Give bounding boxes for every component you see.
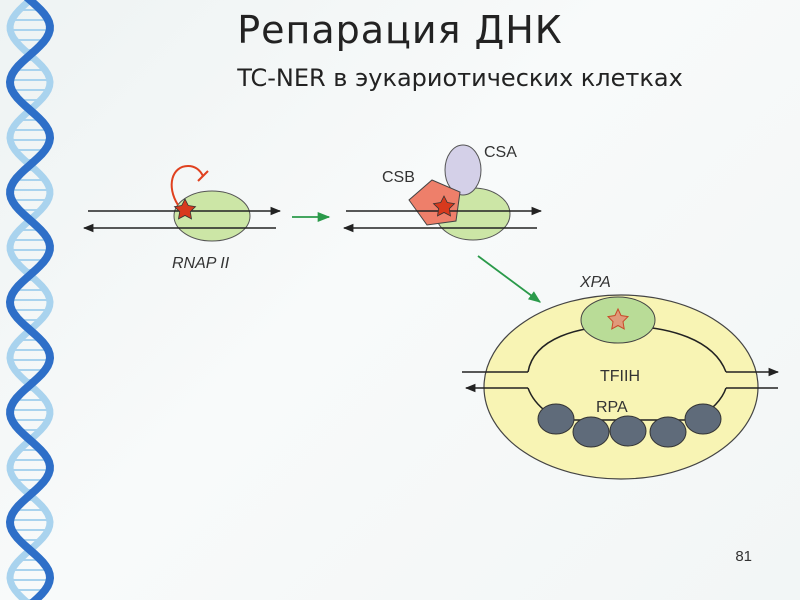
dna-strand xyxy=(5,0,55,600)
rnap-label: RNAP II xyxy=(172,255,230,272)
step-tfiih-xpa-rpa: XPA TFIIH RPA xyxy=(462,274,780,480)
tfiih-label: TFIIH xyxy=(600,368,640,385)
rpa-label: RPA xyxy=(596,399,628,416)
flow-arrow-2 xyxy=(477,255,542,303)
slide-title: Репарация ДНК xyxy=(237,8,563,52)
rpa-protein xyxy=(572,416,610,448)
rpa-protein xyxy=(649,416,687,448)
slide-subtitle: TC-NER в эукариотических клетках xyxy=(237,64,683,92)
dna-strand xyxy=(6,0,54,600)
lesion-star-icon xyxy=(432,195,456,217)
stall-bar xyxy=(197,170,209,182)
csb-label: CSB xyxy=(382,169,415,186)
rpa-protein xyxy=(537,403,575,435)
step-rnap-stalled: RNAP II xyxy=(82,164,282,272)
stall-arrow-icon xyxy=(170,164,204,206)
rpa-protein xyxy=(609,415,647,447)
csa-label: CSA xyxy=(484,144,517,161)
page-number: 81 xyxy=(735,548,752,565)
step-csb-csa: CSA CSB xyxy=(342,144,543,241)
lesion-star-icon xyxy=(173,198,197,220)
xpa-label: XPA xyxy=(579,274,611,291)
lesion-star-icon xyxy=(606,307,630,330)
dna-helix-decoration xyxy=(5,0,55,600)
rpa-protein xyxy=(684,403,722,435)
csa-protein xyxy=(444,144,482,196)
